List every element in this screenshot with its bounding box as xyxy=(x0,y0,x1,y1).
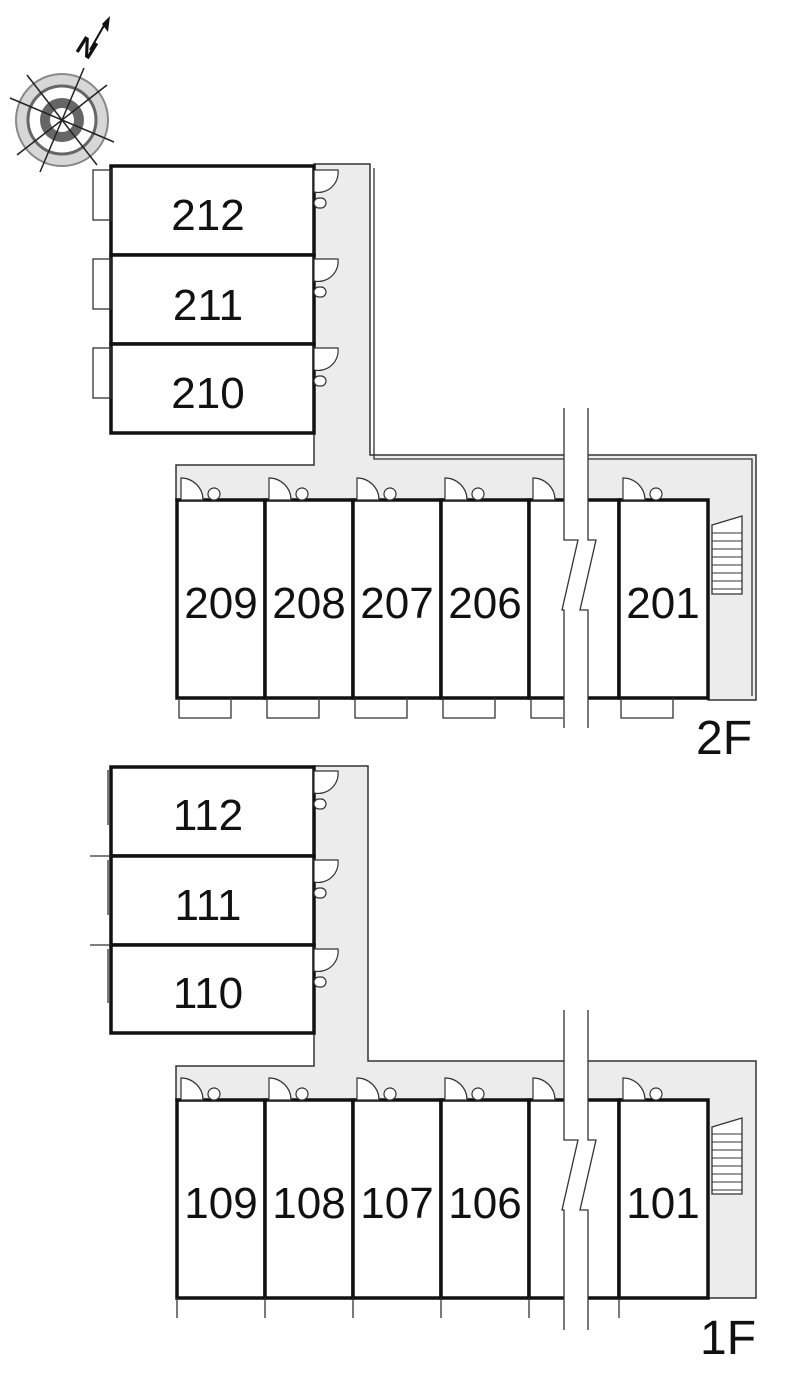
unit-106 xyxy=(439,1098,531,1300)
unit-label: 110 xyxy=(173,969,243,1018)
unit-label: 210 xyxy=(171,369,244,418)
unit-label: 112 xyxy=(173,791,243,840)
unit-label: 212 xyxy=(171,191,244,240)
corridor-2f xyxy=(175,163,757,701)
stairs-2f-icon xyxy=(711,515,743,595)
unit-label: 111 xyxy=(175,881,242,930)
unit-207 xyxy=(351,498,443,700)
break-symbol-2f xyxy=(561,408,597,728)
unit-210 xyxy=(109,342,316,435)
unit-107 xyxy=(351,1098,443,1300)
unit-label: 207 xyxy=(360,579,433,628)
floor-label-1f: 1F xyxy=(700,1312,756,1365)
row-1f: 109 108 107 106 101 xyxy=(175,1077,710,1318)
unit-label: 211 xyxy=(173,281,243,330)
unit-label: 106 xyxy=(448,1179,521,1228)
wing-2f: 212 211 210 xyxy=(92,164,339,435)
unit-208 xyxy=(263,498,355,700)
unit-label: 107 xyxy=(360,1179,433,1228)
wing-1f: 112 111 110 xyxy=(90,765,339,1035)
unit-101 xyxy=(617,1098,710,1300)
unit-label: 209 xyxy=(184,579,257,628)
unit-206 xyxy=(439,498,531,700)
unit-label: 201 xyxy=(626,579,699,628)
unit-212 xyxy=(109,164,316,257)
stairs-1f-icon xyxy=(711,1117,743,1195)
unit-201 xyxy=(617,498,710,700)
unit-112 xyxy=(109,765,316,858)
unit-211 xyxy=(109,253,316,346)
unit-110 xyxy=(109,943,316,1035)
unit-111 xyxy=(109,854,316,947)
compass-rose-icon: N xyxy=(9,16,115,173)
break-symbol-1f xyxy=(561,1010,597,1330)
unit-label: 109 xyxy=(184,1179,257,1228)
floor-2f: 212 211 210 209 208 xyxy=(92,163,757,765)
unit-108 xyxy=(263,1098,355,1300)
row-2f: 209 208 207 206 201 xyxy=(175,477,710,719)
unit-label: 108 xyxy=(272,1179,345,1228)
unit-label: 206 xyxy=(448,579,521,628)
unit-109 xyxy=(175,1098,267,1300)
unit-label: 101 xyxy=(626,1179,699,1228)
unit-209 xyxy=(175,498,267,700)
floor-1f: 112 111 110 109 108 107 106 xyxy=(90,765,757,1365)
floor-label-2f: 2F xyxy=(696,712,752,765)
unit-label: 208 xyxy=(272,579,345,628)
